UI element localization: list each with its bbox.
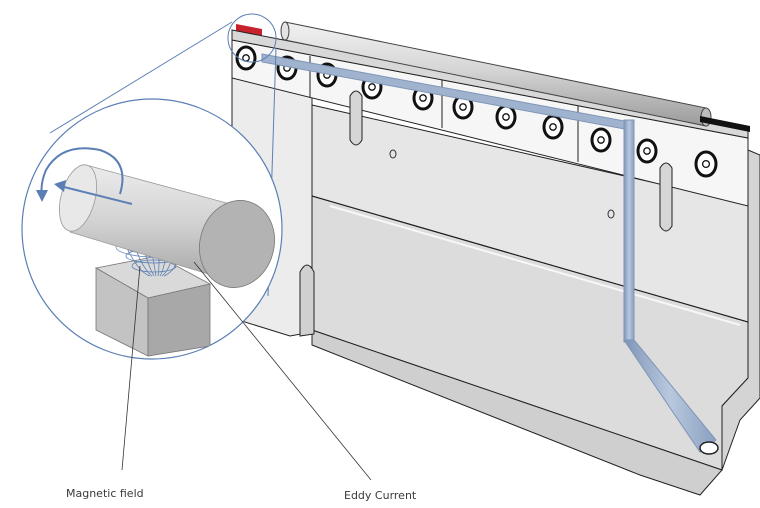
magnified-inset xyxy=(21,98,283,360)
bolt xyxy=(495,104,517,130)
hole xyxy=(607,209,615,219)
bolt xyxy=(452,94,474,120)
left-flank-slot xyxy=(299,264,315,337)
top-rod-start xyxy=(280,21,290,41)
label-leaders xyxy=(121,261,372,481)
magnetic-field-leader xyxy=(121,265,141,471)
tube-vertical xyxy=(623,119,635,343)
callout-origin xyxy=(227,13,277,63)
top-rod xyxy=(280,21,750,132)
rail-edge xyxy=(700,116,750,132)
tube-diagonal xyxy=(623,339,717,453)
right-end-cap xyxy=(721,149,760,471)
red-accent xyxy=(236,24,262,36)
hole xyxy=(389,149,397,159)
cylinder-front-face xyxy=(199,200,275,288)
bolt-strip xyxy=(231,24,749,232)
eddy-current-leader xyxy=(193,261,372,481)
rotation-arrow xyxy=(40,147,124,197)
cooling-tube xyxy=(261,53,719,455)
magnetic-field-label: Magnetic field xyxy=(66,487,144,500)
eddy-current-label: Eddy Current xyxy=(344,489,417,502)
bolt xyxy=(235,45,257,71)
bolt-row xyxy=(235,45,718,178)
front-crease xyxy=(311,195,749,323)
bottom-foot xyxy=(311,329,723,496)
rotation-arrowhead xyxy=(36,190,48,202)
tube-opening xyxy=(699,441,719,455)
bolt xyxy=(542,114,564,140)
motion-arrow-shaft xyxy=(59,185,133,205)
slot xyxy=(349,90,363,146)
callout-line-upper xyxy=(49,21,233,134)
bolt xyxy=(694,150,718,178)
slot xyxy=(659,162,673,232)
bolt xyxy=(636,138,658,164)
bolt xyxy=(590,127,612,153)
motion-arrowhead xyxy=(54,180,66,192)
front-crease-light xyxy=(329,205,741,326)
cylinder-back-end xyxy=(58,164,98,232)
